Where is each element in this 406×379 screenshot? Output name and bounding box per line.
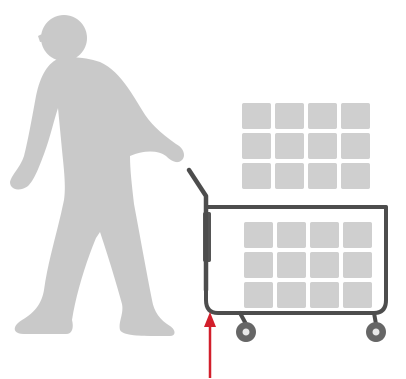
cart-box-r3-c4: [343, 282, 372, 308]
cart-box-r1-c2: [277, 222, 306, 248]
cart-box-r2-c2: [277, 252, 306, 278]
top-box-r2-c3: [308, 133, 337, 159]
cart-box-r2-c3: [310, 252, 339, 278]
boxes-inside-cart: [244, 222, 372, 308]
top-box-r2-c2: [275, 133, 304, 159]
top-box-r3-c2: [275, 163, 304, 189]
cart-box-r1-c3: [310, 222, 339, 248]
cart-box-r1-c1: [244, 222, 273, 248]
top-box-r3-c3: [308, 163, 337, 189]
walking-person-icon: [10, 15, 184, 336]
top-box-r3-c4: [341, 163, 370, 189]
cart-box-r2-c1: [244, 252, 273, 278]
cart-box-r3-c3: [310, 282, 339, 308]
top-box-r1-c4: [341, 103, 370, 129]
cart-box-r1-c4: [343, 222, 372, 248]
top-box-r1-c3: [308, 103, 337, 129]
stacked-boxes-top: [242, 103, 370, 189]
top-box-r3-c1: [242, 163, 271, 189]
up-arrow-icon: [204, 312, 216, 378]
top-box-r2-c1: [242, 133, 271, 159]
top-box-r1-c2: [275, 103, 304, 129]
top-box-r2-c4: [341, 133, 370, 159]
wheel-right: [366, 322, 386, 342]
cart-box-r3-c2: [277, 282, 306, 308]
person-body: [10, 57, 184, 336]
wheel-left: [236, 322, 256, 342]
cart-box-r3-c1: [244, 282, 273, 308]
cart-box-r2-c4: [343, 252, 372, 278]
person-head: [41, 15, 87, 61]
top-box-r1-c1: [242, 103, 271, 129]
